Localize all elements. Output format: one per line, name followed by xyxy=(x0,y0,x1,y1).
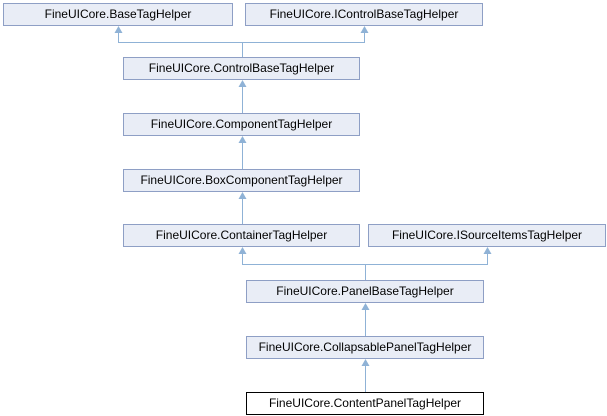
arrowhead xyxy=(360,26,369,33)
edge-container xyxy=(238,192,247,224)
node-container-tag-helper[interactable]: FineUICore.ContainerTagHelper xyxy=(123,224,360,247)
arrowhead xyxy=(238,136,247,143)
node-component-tag-helper[interactable]: FineUICore.ComponentTagHelper xyxy=(123,113,360,136)
node-content-panel-tag-helper: FineUICore.ContentPanelTagHelper xyxy=(246,392,484,415)
edge-panelbase xyxy=(238,247,492,280)
arrowhead xyxy=(238,80,247,87)
node-panel-base-tag-helper[interactable]: FineUICore.PanelBaseTagHelper xyxy=(246,280,484,303)
edge-controlbase xyxy=(114,26,369,57)
edge-boxcomponent xyxy=(238,136,247,169)
edge-contentpanel xyxy=(361,359,370,392)
node-base-tag-helper[interactable]: FineUICore.BaseTagHelper xyxy=(3,3,233,26)
node-isource-items-tag-helper[interactable]: FineUICore.ISourceItemsTagHelper xyxy=(368,224,606,247)
node-control-base-tag-helper[interactable]: FineUICore.ControlBaseTagHelper xyxy=(123,57,360,80)
arrowhead xyxy=(238,247,247,254)
node-box-component-tag-helper[interactable]: FineUICore.BoxComponentTagHelper xyxy=(123,169,360,192)
edge-component xyxy=(238,80,247,113)
arrowhead xyxy=(361,303,370,310)
edge-collapsable xyxy=(361,303,370,336)
arrowhead xyxy=(483,247,492,254)
node-collapsable-panel-tag-helper[interactable]: FineUICore.CollapsablePanelTagHelper xyxy=(246,336,484,359)
arrowhead xyxy=(361,359,370,366)
node-icontrol-base-tag-helper[interactable]: FineUICore.IControlBaseTagHelper xyxy=(245,3,483,26)
arrowhead xyxy=(238,192,247,199)
arrowhead xyxy=(114,26,123,33)
